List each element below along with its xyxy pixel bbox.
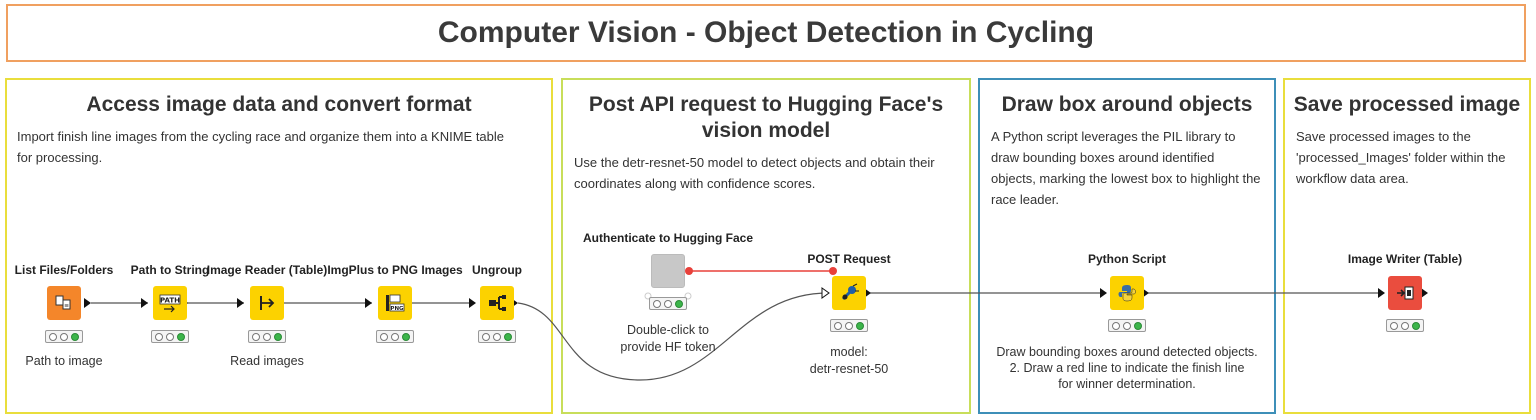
section-draw-box: Draw box around objects A Python script …: [978, 78, 1276, 414]
node-status-indicator: [45, 330, 83, 343]
node-label: Authenticate to Hugging Face: [582, 231, 754, 245]
section-description: Import finish line images from the cycli…: [17, 129, 505, 165]
node-annotation-line3: for winner determination.: [1058, 377, 1196, 391]
node-annotation: Read images: [230, 354, 304, 368]
svg-text:PNG: PNG: [390, 306, 404, 312]
path-convert-icon[interactable]: PATH: [153, 286, 187, 320]
node-label: Python Script: [1087, 252, 1167, 266]
node-annotation-line1: Double-click to: [627, 323, 709, 337]
svg-text:≡: ≡: [64, 303, 69, 310]
section-description: A Python script leverages the PIL librar…: [991, 129, 1261, 207]
png-convert-icon[interactable]: PNG: [378, 286, 412, 320]
rest-icon[interactable]: [832, 276, 866, 310]
section-access-image-data: Access image data and convert format Imp…: [5, 78, 553, 414]
node-label: POST Request: [807, 252, 891, 266]
svg-text:PATH: PATH: [160, 297, 180, 305]
section-title-line2: vision model: [701, 119, 831, 142]
reader-icon[interactable]: [250, 286, 284, 320]
node-status-indicator: [478, 330, 516, 343]
node-annotation-line1: Draw bounding boxes around detected obje…: [996, 345, 1258, 359]
node-label: Image Writer (Table): [1347, 252, 1463, 266]
section-save-image: Save processed image Save processed imag…: [1283, 78, 1531, 414]
section-title: Draw box around objects: [1001, 93, 1253, 116]
node-status-indicator: [248, 330, 286, 343]
node-label: List Files/Folders: [14, 263, 114, 277]
node-label: Path to String: [130, 263, 210, 277]
writer-icon[interactable]: [1388, 276, 1422, 310]
section-title-line1: Post API request to Hugging Face's: [588, 93, 944, 116]
node-label: ImgPlus to PNG Images: [327, 263, 463, 277]
section-description: Save processed images to the 'processed_…: [1296, 129, 1506, 186]
node-annotation-line2: detr-resnet-50: [809, 362, 889, 376]
node-status-indicator: [649, 297, 687, 310]
python-icon[interactable]: [1110, 276, 1144, 310]
node-label: Ungroup: [472, 263, 522, 277]
folder-list-icon[interactable]: ≡: [47, 286, 81, 320]
node-annotation: Path to image: [25, 354, 103, 368]
node-status-indicator: [151, 330, 189, 343]
section-title: Access image data and convert format: [86, 93, 472, 116]
node-status-indicator: [376, 330, 414, 343]
node-status-indicator: [1386, 319, 1424, 332]
workflow-title-box: Computer Vision - Object Detection in Cy…: [6, 4, 1526, 62]
node-annotation-line1: model:: [830, 345, 868, 359]
section-title: Save processed image: [1293, 93, 1521, 116]
node-label: Image Reader (Table): [206, 263, 328, 277]
ungroup-icon[interactable]: [480, 286, 514, 320]
node-annotation-line2: provide HF token: [620, 340, 716, 354]
workflow-title: Computer Vision - Object Detection in Cy…: [437, 16, 1095, 49]
section-description: Use the detr-resnet-50 model to detect o…: [574, 155, 935, 191]
node-annotation-line2: 2. Draw a red line to indicate the finis…: [1009, 361, 1245, 375]
node-status-indicator: [830, 319, 868, 332]
section-post-api-request: Post API request to Hugging Face's visio…: [561, 78, 971, 414]
component-icon[interactable]: [651, 254, 685, 288]
node-status-indicator: [1108, 319, 1146, 332]
